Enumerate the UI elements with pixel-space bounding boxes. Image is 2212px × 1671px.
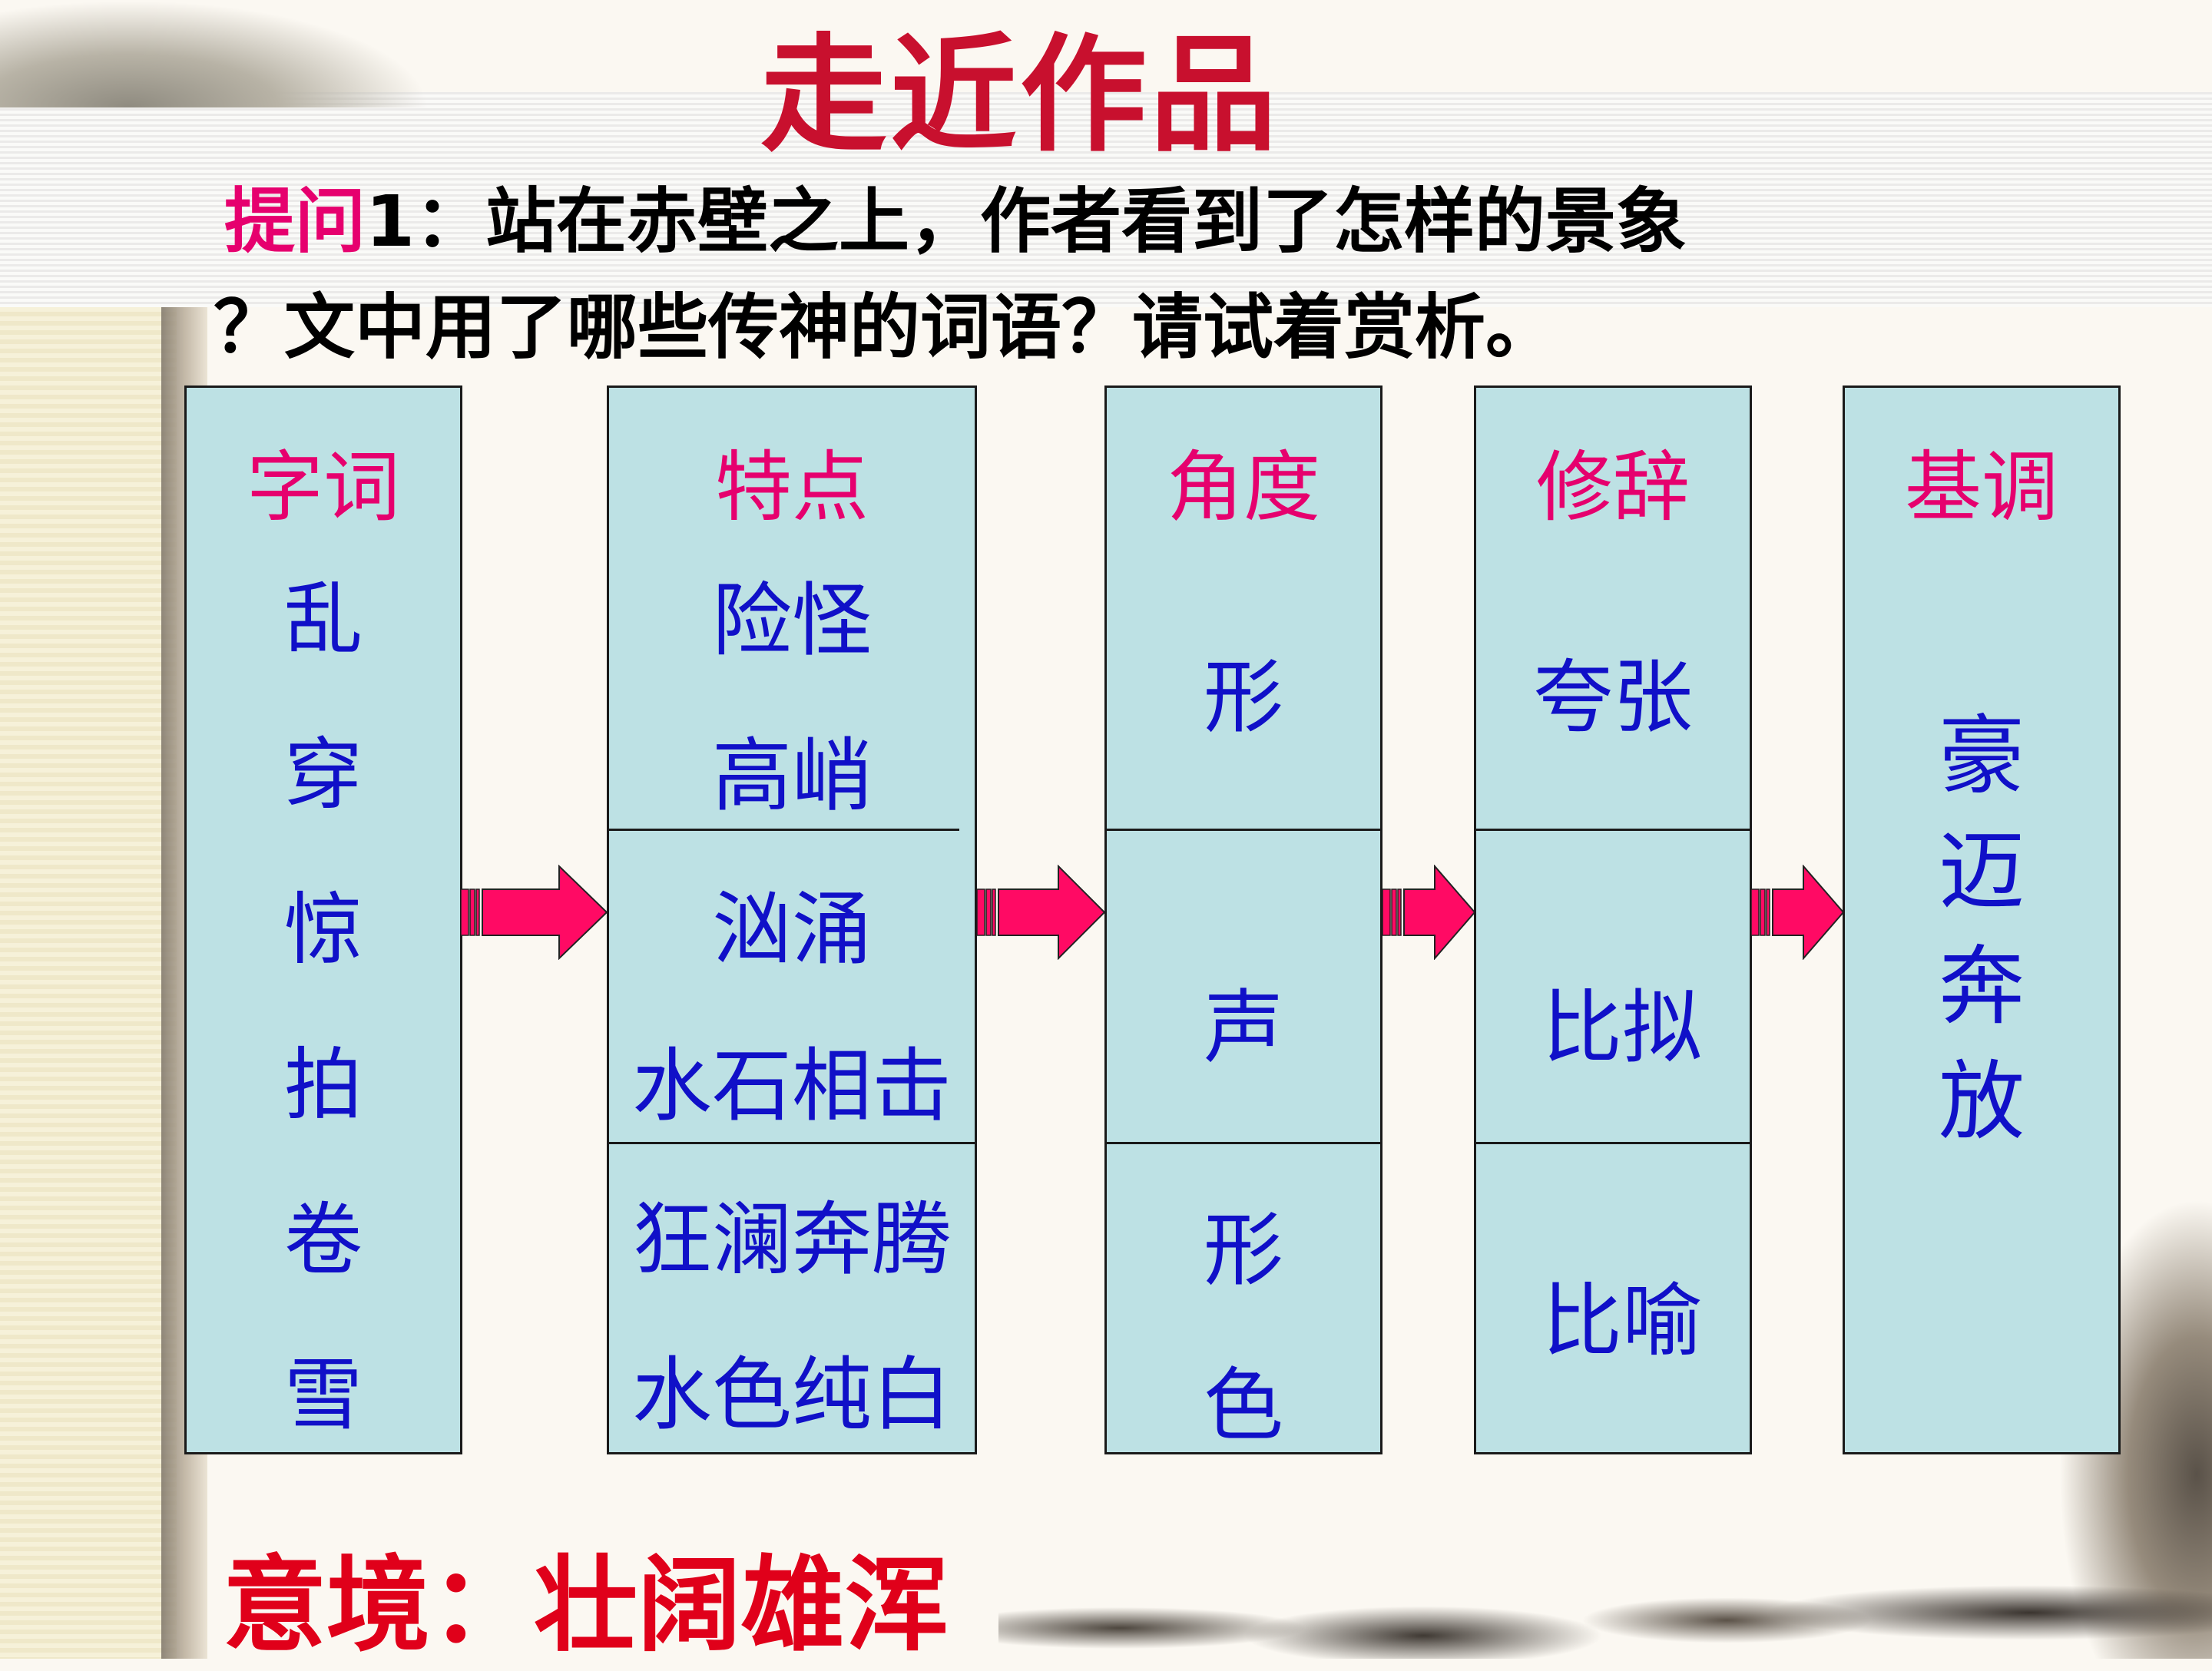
right-arrow-icon (1751, 865, 1845, 960)
word-item: 雪 (284, 1350, 363, 1441)
angle-box: 角度 形 声 形 色 (1104, 385, 1382, 1454)
background-stripes (0, 92, 2212, 307)
rhetoric-box: 修辞 夸张 比拟 比喻 (1474, 385, 1752, 1454)
right-arrow-icon (1382, 865, 1476, 960)
words-heading: 字词 (247, 442, 400, 532)
rhetoric-heading: 修辞 (1536, 442, 1690, 532)
rhetoric-divider (1476, 829, 1750, 831)
features-box: 特点 险怪 高峭 汹涌 水石相击 狂澜奔腾 水色纯白 (607, 385, 977, 1454)
tone-box: 基调 豪 迈 奔 放 (1843, 385, 2121, 1454)
tone-item: 奔 (1939, 937, 2025, 1037)
tone-item: 豪 (1939, 706, 2025, 806)
angle-divider (1107, 1142, 1380, 1144)
feature-item: 水色纯白 (631, 1348, 952, 1441)
angle-item: 声 (1203, 981, 1283, 1074)
word-item: 卷 (284, 1195, 363, 1286)
rhetoric-item: 比喻 (1541, 1274, 1702, 1368)
words-box: 字词 乱 穿 惊 拍 卷 雪 (184, 385, 462, 1454)
right-arrow-icon (977, 865, 1106, 960)
feature-item: 险怪 (711, 574, 872, 667)
angle-item: 色 (1203, 1358, 1283, 1452)
rhetoric-item: 比拟 (1541, 981, 1702, 1074)
angle-heading: 角度 (1167, 442, 1320, 532)
question-line-2: ？文中用了哪些传神的词语？请试着赏析。 (214, 286, 1557, 369)
tone-item: 放 (1939, 1052, 2025, 1152)
rhetoric-divider (1476, 1142, 1750, 1144)
slide-title: 走近作品 (760, 22, 1280, 169)
angle-item: 形 (1203, 1203, 1283, 1297)
angle-item: 形 (1203, 650, 1283, 744)
question-label: 提问 (224, 180, 366, 263)
background-mountain-painting (0, 0, 430, 108)
word-item: 穿 (284, 730, 363, 821)
word-item: 乱 (284, 574, 363, 666)
tone-item: 迈 (1939, 822, 2025, 922)
rhetoric-item: 夸张 (1532, 650, 1693, 744)
features-divider (609, 829, 959, 831)
word-item: 拍 (284, 1040, 363, 1131)
feature-item: 水石相击 (631, 1039, 952, 1133)
feature-item: 汹涌 (711, 882, 872, 976)
question-line-1-text: 1：站在赤壁之上，作者看到了怎样的景象 (366, 180, 1687, 263)
feature-item: 狂澜奔腾 (631, 1193, 952, 1286)
angle-divider (1107, 829, 1380, 831)
artistic-conception-summary: 意境：壮阔雄浑 (223, 1545, 949, 1666)
right-arrow-icon (461, 865, 608, 960)
feature-item: 高峭 (711, 729, 872, 822)
tone-heading: 基调 (1905, 442, 2058, 532)
word-item: 惊 (284, 885, 363, 976)
background-rocks-painting (998, 1505, 2212, 1659)
question-line-1: 提问1：站在赤壁之上，作者看到了怎样的景象 (224, 169, 2022, 275)
features-heading: 特点 (715, 442, 869, 532)
background-scroll-edge (0, 307, 177, 1659)
features-divider (609, 1142, 975, 1144)
question-text: 提问1：站在赤壁之上，作者看到了怎样的景象 ？文中用了哪些传神的词语？请试着赏析… (214, 169, 2022, 381)
